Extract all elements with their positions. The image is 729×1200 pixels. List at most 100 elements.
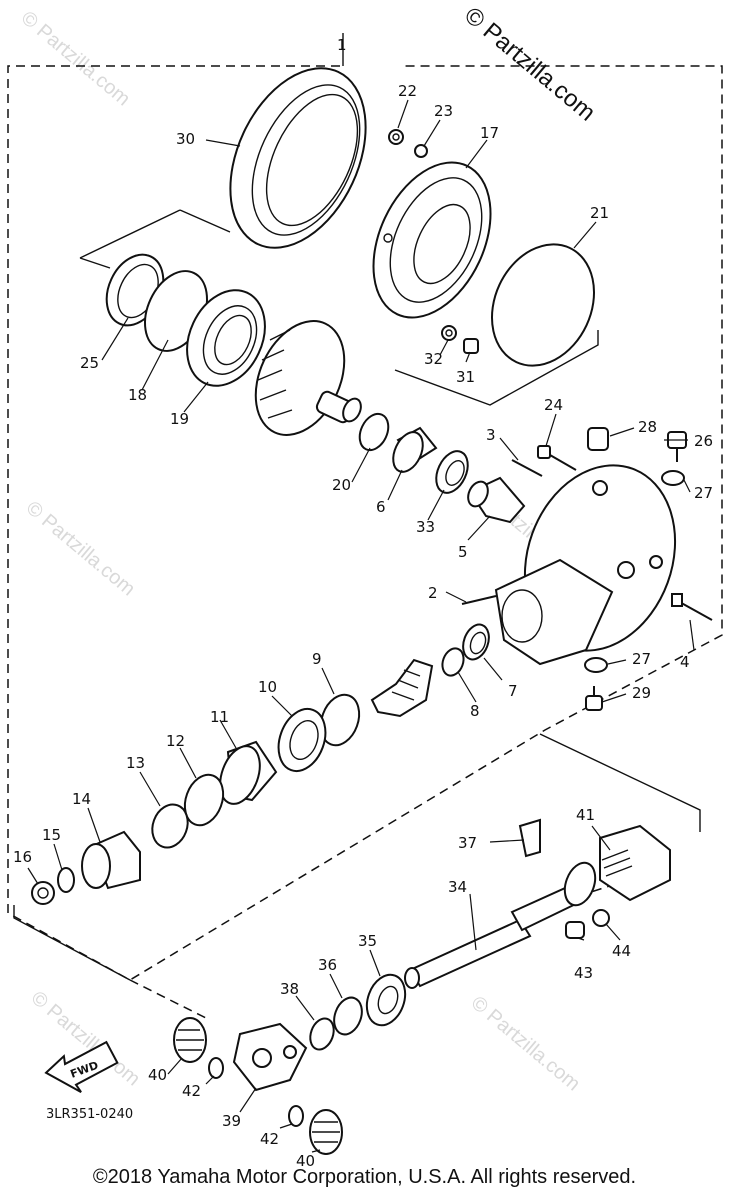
part-41-spring-flange	[563, 824, 671, 907]
callout-40-upper: 40	[148, 1066, 167, 1084]
callout-2: 2	[428, 584, 438, 602]
callout-6: 6	[376, 498, 386, 516]
callout-19: 19	[170, 410, 189, 428]
diagram-code: 3LR351-0240	[46, 1107, 133, 1122]
part-17-bearing-housing	[372, 161, 492, 319]
callout-42-lower: 42	[260, 1130, 279, 1148]
callout-8: 8	[470, 702, 480, 720]
part-43-nut	[565, 921, 585, 939]
subassembly-bracket-upper	[79, 209, 599, 406]
pinion-gear	[370, 658, 434, 718]
part-34-drive-shaft	[404, 882, 586, 989]
part-29-bolt	[585, 686, 603, 711]
callout-30: 30	[176, 130, 195, 148]
part-10-bearing	[277, 708, 327, 772]
callout-1: 1	[337, 36, 347, 54]
part-26-plug	[667, 431, 687, 462]
callout-5: 5	[458, 543, 468, 561]
callout-22: 22	[398, 82, 417, 100]
callout-29: 29	[632, 684, 651, 702]
callout-25: 25	[80, 354, 99, 372]
callout-numbers: 1 2 3 4 5 6 7 8 9 10 11 12 13 14 15 16 1…	[13, 36, 713, 1170]
part-39-universal-joint	[232, 1022, 308, 1092]
callout-38: 38	[280, 980, 299, 998]
callout-27-lower: 27	[632, 650, 651, 668]
part-32-washer	[441, 325, 457, 341]
part-35-oil-seal	[365, 973, 407, 1027]
fwd-arrow-icon: FWD	[44, 1040, 119, 1093]
part-13-oil-seal	[151, 803, 189, 849]
part-19-bearing	[186, 289, 266, 387]
callout-4: 4	[680, 653, 690, 671]
part-11-bearing-housing	[219, 740, 278, 805]
callout-34: 34	[448, 878, 467, 896]
part-37-clip	[518, 818, 541, 858]
callout-12: 12	[166, 732, 185, 750]
callout-3: 3	[486, 426, 496, 444]
part-3-stud	[511, 459, 543, 477]
part-44-washer	[592, 909, 610, 927]
callout-26: 26	[694, 432, 713, 450]
part-22-nut	[388, 129, 404, 145]
callout-20: 20	[332, 476, 351, 494]
part-23-washer	[414, 144, 428, 158]
part-28-cap	[587, 427, 609, 451]
watermark-faint: © Partzilla.com	[17, 7, 134, 110]
final-gear-case	[494, 464, 677, 666]
callout-43: 43	[574, 964, 593, 982]
watermark-faint: © Partzilla.com	[467, 992, 584, 1095]
part-7-needle-bearing	[462, 623, 490, 661]
part-4-stud	[671, 593, 713, 621]
callout-17: 17	[480, 124, 499, 142]
part-14-coupling	[81, 830, 141, 890]
watermark-faint: © Partzilla.com	[22, 497, 139, 600]
watermark-main: © Partzilla.com	[459, 2, 600, 127]
part-9-shim	[319, 693, 361, 747]
part-6-bearing-race	[392, 426, 438, 473]
part-2-stud	[461, 595, 497, 605]
leader-lines	[27, 99, 695, 1153]
callout-11: 11	[210, 708, 229, 726]
part-15-washer	[57, 867, 75, 893]
callout-21: 21	[590, 204, 609, 222]
part-24-bolt	[537, 445, 577, 471]
callout-40-lower: 40	[296, 1152, 315, 1170]
part-30-oil-seal-ring	[229, 67, 367, 249]
callout-24: 24	[544, 396, 563, 414]
part-36-washer	[333, 996, 363, 1036]
part-12-o-ring	[183, 773, 225, 827]
callout-9: 9	[312, 650, 322, 668]
callout-31: 31	[456, 368, 475, 386]
callout-28: 28	[638, 418, 657, 436]
callout-15: 15	[42, 826, 61, 844]
callout-14: 14	[72, 790, 91, 808]
callout-35: 35	[358, 932, 377, 950]
part-42-circlip-upper	[208, 1057, 224, 1079]
part-27-washer-upper	[661, 470, 685, 486]
assembly-outline	[7, 65, 723, 981]
callout-27-upper: 27	[694, 484, 713, 502]
callout-23: 23	[434, 102, 453, 120]
callout-39: 39	[222, 1112, 241, 1130]
part-21-o-ring	[490, 243, 596, 367]
callout-41: 41	[576, 806, 595, 824]
part-20-shim	[358, 412, 390, 452]
callout-44: 44	[612, 942, 631, 960]
callout-16: 16	[13, 848, 32, 866]
callout-42-upper: 42	[182, 1082, 201, 1100]
callout-18: 18	[128, 386, 147, 404]
part-40-bearing-cap-lower	[309, 1109, 343, 1155]
part-31-bolt	[463, 338, 479, 354]
ring-gear-shaft	[254, 320, 362, 436]
callout-13: 13	[126, 754, 145, 772]
part-33-bearing	[435, 450, 469, 494]
callout-10: 10	[258, 678, 277, 696]
callout-33: 33	[416, 518, 435, 536]
callout-7: 7	[508, 682, 518, 700]
part-5-collar	[467, 476, 526, 524]
part-42-circlip-lower	[288, 1105, 304, 1127]
callout-32: 32	[424, 350, 443, 368]
part-16-nut	[31, 881, 55, 905]
copyright-footer: ©2018 Yamaha Motor Corporation, U.S.A. A…	[92, 1166, 637, 1188]
